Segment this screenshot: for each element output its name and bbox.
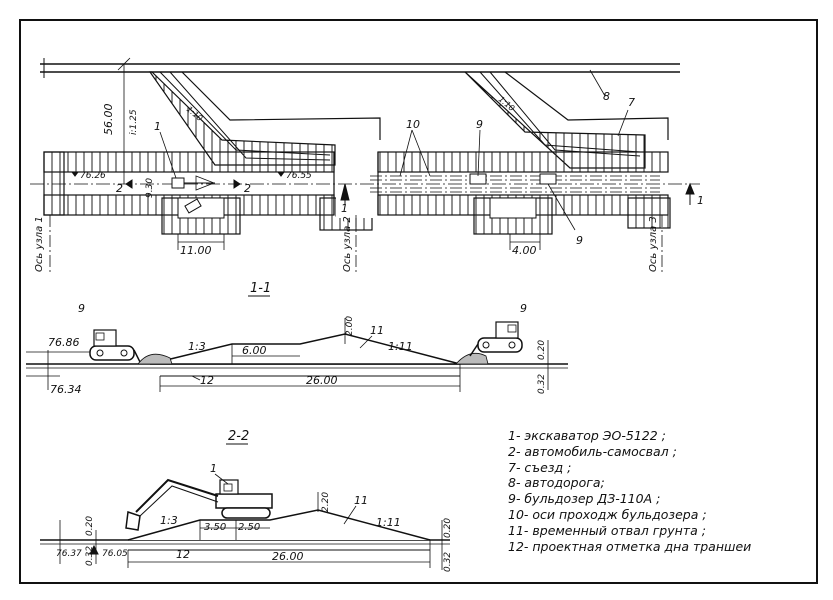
s2-e7605: 76.05 [102, 549, 128, 559]
s2-excavator [125, 478, 273, 531]
plan-axis-1: Ось узла 1 [34, 216, 45, 272]
plan-dim-400: 4.00 [512, 244, 537, 257]
s2-h: 2.20 [321, 492, 331, 512]
pocket-4 [627, 197, 671, 229]
bulldozer-passes [370, 175, 660, 193]
plan-sec1-right: 1 [697, 194, 704, 207]
section-2-2 [40, 473, 450, 570]
legend-item: 8- автодорога; [508, 475, 605, 491]
s2-excavator-label: 1 [210, 462, 217, 475]
s1-slope-right: 1:11 [388, 340, 413, 353]
plan-callout-7: 7 [628, 96, 635, 109]
legend-item: 1- экскаватор ЭО-5122 ; [508, 428, 666, 443]
pocket-3-inner [489, 197, 537, 219]
leader-9b [547, 183, 576, 231]
leader-8 [589, 69, 606, 97]
s2-d032l: 0.32 [85, 546, 95, 566]
s1-elev-bot: 76.34 [50, 383, 82, 396]
plan-sec1-left: 1 [341, 202, 348, 215]
plan-elev-left: 76.26 [80, 171, 106, 181]
section-2-2-labels: 2-2 1:3 1:11 3.50 2.50 2.20 11 12 26.00 … [56, 429, 453, 572]
s1-w-top: 6.00 [242, 344, 267, 357]
section-1-1 [26, 318, 568, 392]
s2-slope-right: 1:11 [376, 516, 401, 529]
plan-callout-1: 1 [154, 120, 161, 133]
elev-marker-mid [277, 171, 285, 177]
legend-item: 2- автомобиль-самосвал ; [508, 443, 677, 459]
plan-elev-mid: 76.55 [286, 171, 312, 181]
plan-dim-930: 9.30 [145, 178, 155, 198]
s1-b9l: 9 [78, 302, 85, 315]
s1-len: 26.00 [306, 374, 338, 387]
s2-len: 26.00 [272, 550, 304, 563]
s2-label-11: 11 [354, 494, 368, 507]
plan-axis-3: Ось узла 3 [648, 216, 659, 272]
plan-callout-8: 8 [603, 90, 610, 103]
leader-10a [411, 129, 431, 177]
legend-item: 10- оси проходж бульдозера ; [508, 506, 707, 522]
s2-spoil-pile [127, 509, 431, 541]
plan-sec2-left: 2 [116, 182, 123, 195]
s2-w250: 2.50 [238, 522, 260, 533]
s1-b9r: 9 [520, 302, 527, 315]
elev-marker-left [71, 171, 79, 177]
legend-item: 9- бульдозер ДЗ-110А ; [508, 491, 661, 507]
s1-leader-11 [359, 335, 373, 349]
leader-9a [477, 129, 481, 177]
s2-title: 2-2 [228, 429, 249, 444]
s2-d032r: 0.32 [443, 552, 453, 572]
section-1-1-labels: 1-1 76.86 76.34 1:3 1:11 6.00 2.00 11 12… [48, 281, 547, 396]
ramp-right-track [479, 71, 641, 153]
legend-item: 7- съезд ; [508, 459, 572, 475]
s2-w350: 3.50 [204, 522, 226, 533]
s1-title: 1-1 [250, 281, 271, 296]
trench-band-top-left [43, 151, 335, 173]
s2-d020l: 0.20 [85, 516, 95, 536]
legend-item: 11- временный отвал грунта ; [508, 522, 706, 538]
s1-label-11: 11 [370, 324, 384, 337]
plan-dim-1100: 11.00 [180, 244, 212, 257]
excavator-plan [171, 177, 185, 189]
leader-10b [399, 129, 413, 177]
plan-callout-10: 10 [406, 118, 420, 131]
s2-slope-left: 1:3 [160, 514, 178, 527]
s1-bulldozer-right [469, 321, 523, 357]
s1-label-12: 12 [200, 374, 214, 387]
truck-plan [184, 198, 202, 214]
ramp-right-outer [504, 71, 669, 140]
pocket-1-inner [177, 197, 225, 219]
plan-axis-2: Ось узла 2 [342, 216, 353, 272]
s2-label-12: 12 [176, 548, 190, 561]
leader-1 [159, 131, 177, 179]
leader-7 [617, 109, 629, 137]
plan-callout-9b: 9 [576, 234, 583, 247]
s1-slope-left: 1:3 [188, 340, 206, 353]
s2-e7637: 76.37 [56, 549, 82, 559]
s2-d020r: 0.20 [443, 518, 453, 538]
s1-h: 2.00 [345, 316, 355, 336]
trench-end-left [43, 151, 65, 216]
legend-item: 12- проектная отметка дна траншеи [508, 538, 752, 554]
plan-sec2-right: 2 [244, 182, 251, 195]
s2-leader-11 [343, 505, 357, 525]
plan-slope: i:1.25 [129, 109, 139, 135]
sheet-frame [19, 19, 818, 584]
s1-leader-12 [191, 375, 201, 381]
plan-view [30, 57, 700, 275]
s1-bulldozer-left [89, 329, 141, 363]
plan-callout-9a: 9 [476, 118, 483, 131]
ramp-left-outer [181, 71, 381, 140]
s2-leader-1 [214, 473, 229, 485]
s1-d020: 0.20 [537, 340, 547, 360]
legend: 1- экскаватор ЭО-5122 ; 2- автомобиль-са… [508, 428, 808, 554]
s1-d032: 0.32 [537, 374, 547, 394]
s1-spoil-pile [149, 333, 461, 365]
s1-elev-top: 76.86 [48, 336, 80, 349]
bulldozer-9b-plan [539, 173, 557, 185]
plan-dim-56: 56.00 [102, 104, 115, 136]
